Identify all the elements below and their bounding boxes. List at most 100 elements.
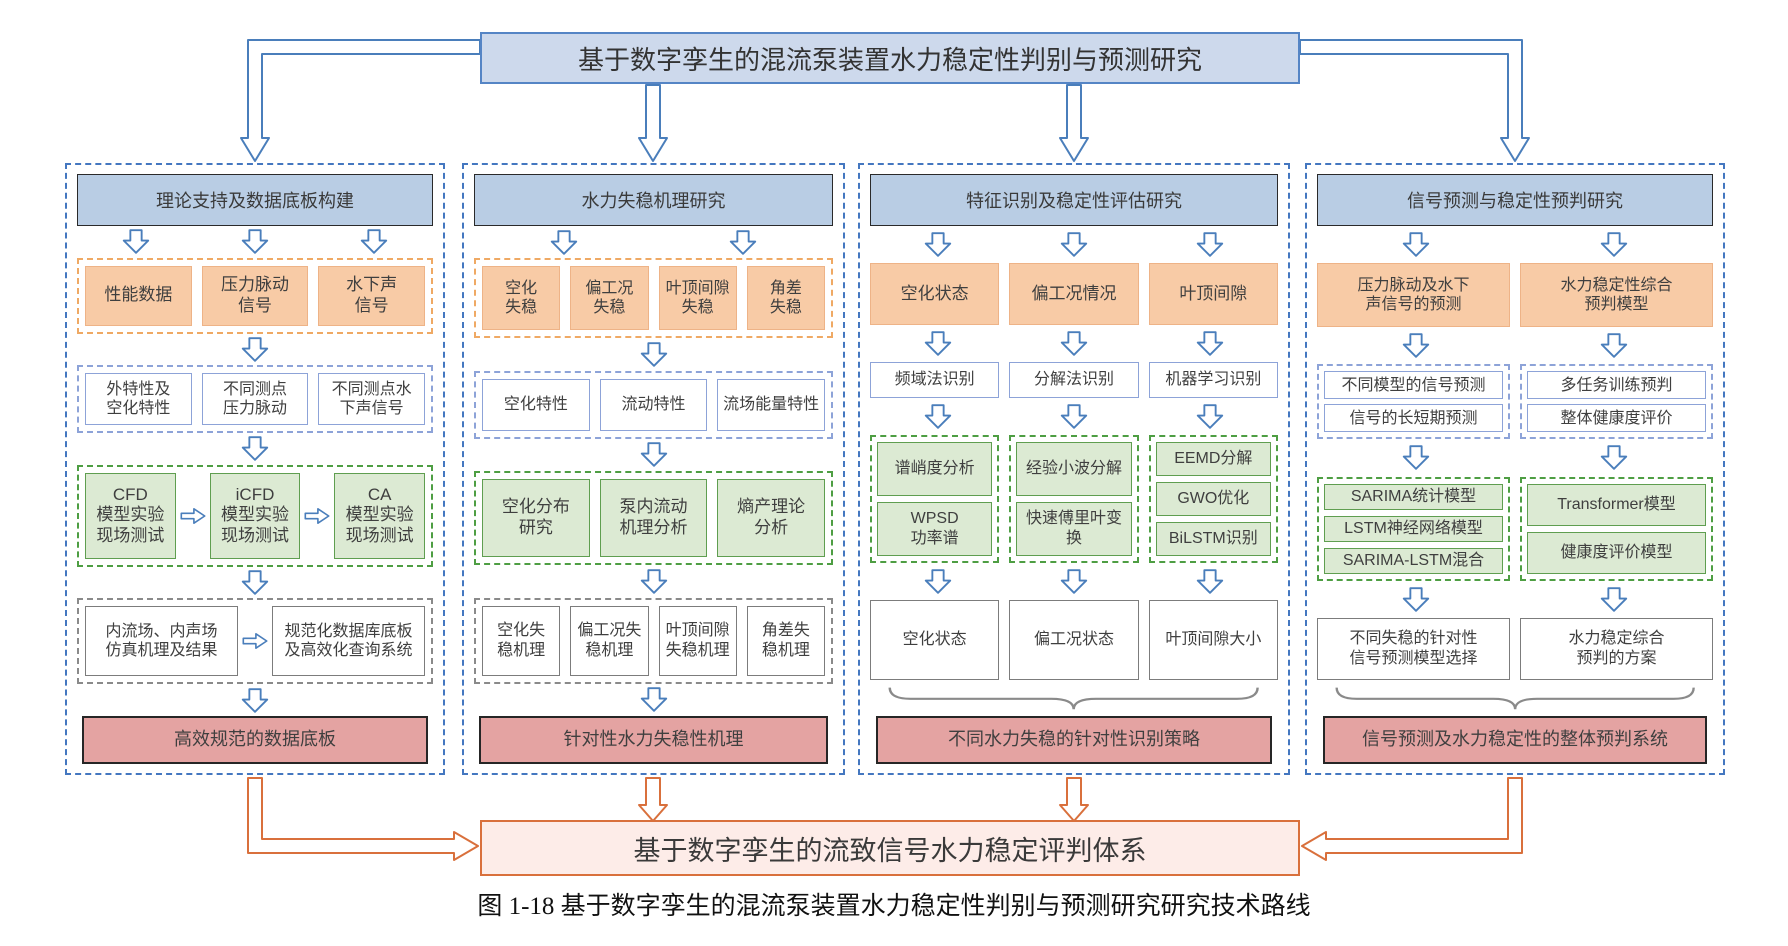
box-pressure-underwater-signal-prediction: 压力脉动及水下 声信号的预测 [1317,263,1510,328]
arrow-row [474,569,833,594]
box-off-design-state-result: 偏工况状态 [1009,600,1139,680]
arrow-row [474,687,833,712]
simulation-database-group: 内流场、内声场 仿真机理及结果 规范化数据库底板 及高效化查询系统 [77,598,433,685]
right-arrow-icon [242,632,268,650]
right-arrow-icon [180,507,206,525]
arrow-row [474,442,833,467]
box-overall-health-evaluation: 整体健康度评价 [1527,404,1706,433]
arrow-row [77,229,433,254]
box-hydraulic-stability-prediction-model: 水力稳定性综合 预判模型 [1520,263,1713,328]
box-targeted-prediction-model-selection: 不同失稳的针对性 信号预测模型选择 [1317,617,1510,680]
box-frequency-domain-recognition: 频域法识别 [870,362,1000,398]
box-cfd-model-test: CFD 模型实验 现场测试 [85,472,176,559]
elbow-arrow-from-column-1 [247,777,479,861]
prediction-targets-group: 压力脉动及水下 声信号的预测 水力稳定性综合 预判模型 [1317,263,1713,328]
recognition-methods-group: 频域法识别 分解法识别 机器学习识别 [870,362,1278,398]
box-angle-deviation-instability-mechanism: 角差失 稳机理 [746,605,825,676]
box-underwater-acoustic-signal: 水下声 信号 [318,265,426,326]
right-arrow-icon [304,507,330,525]
down-arrow-icon [239,688,271,713]
elbow-arrow-to-column-1 [240,39,481,162]
box-tip-clearance-instability: 叶顶间隙 失稳 [658,266,737,331]
box-flow-energy-characteristics: 流场能量特性 [717,378,826,431]
down-arrow-icon [358,229,390,254]
box-long-short-term-prediction: 信号的长短期预测 [1324,404,1503,433]
arrow-row [474,342,833,367]
box-ca-model-test: CA 模型实验 现场测试 [334,472,426,559]
box-standardized-database: 规范化数据库底板 及高效化查询系统 [272,606,425,677]
box-cavitation-distribution-study: 空化分布 研究 [482,479,590,558]
down-arrow-icon [1400,587,1432,612]
instability-mechanisms-group: 空化失 稳机理 偏工况失 稳机理 叶顶间隙 失稳机理 角差失 稳机理 [474,597,833,684]
down-arrow-icon [1400,445,1432,470]
down-arrow-icon [1598,445,1630,470]
figure-caption: 图 1-18 基于数字孪生的混流泵装置水力稳定性判别与预测研究研究技术路线 [477,893,1311,920]
box-internal-flow-acoustic-simulation: 内流场、内声场 仿真机理及结果 [85,606,238,677]
box-pressure-pulsation-signal: 压力脉动 信号 [201,265,309,326]
box-pump-flow-mechanism-analysis: 泵内流动 机理分析 [599,479,708,558]
box-empirical-wavelet-decomposition: 经验小波分解 [1016,442,1132,496]
down-arrow-icon [638,687,670,712]
down-arrow-icon [1058,569,1090,594]
columns-container: 理论支持及数据底板构建 性能数据 压力脉动 信号 水下声 信号 外特性及 空化特… [65,163,1725,775]
column-instability-mechanism: 水力失稳机理研究 空化 失稳 偏工况 失稳 叶顶间隙 失稳 角差 失稳 空化特性… [462,163,845,775]
mechanism-analysis-group: 空化分布 研究 泵内流动 机理分析 熵产理论 分析 [474,471,833,566]
down-arrow-icon [638,569,670,594]
down-arrow-icon [638,342,670,367]
box-off-design-condition: 偏工况情况 [1009,263,1139,325]
analysis-algorithms-group: 谱峭度分析 WPSD 功率谱 经验小波分解 快速傅里叶变换 EEMD分解 GWO… [870,435,1278,563]
box-efficient-data-base-result: 高效规范的数据底板 [82,715,428,764]
prediction-models-group: SARIMA统计模型 LSTM神经网络模型 SARIMA-LSTM混合 Tran… [1317,476,1713,581]
prediction-tasks-group: 不同模型的信号预测 信号的长短期预测 多任务训练预判 整体健康度评价 [1317,364,1713,440]
box-cavitation-characteristics: 空化特性 [482,378,590,431]
prediction-results-group: 不同失稳的针对性 信号预测模型选择 水力稳定综合 预判的方案 [1317,617,1713,680]
box-icfd-model-test: iCFD 模型实验 现场测试 [209,472,301,559]
characteristics-group: 外特性及 空化特性 不同测点 压力脉动 不同测点水 下声信号 [77,365,433,434]
arrow-row [1317,587,1713,612]
column-2-header: 水力失稳机理研究 [474,174,833,226]
down-arrow-icon [239,337,271,362]
box-tip-clearance: 叶顶间隙 [1148,263,1278,325]
column-3-header: 特征识别及稳定性评估研究 [870,174,1278,226]
down-arrow-from-column-3 [1059,777,1089,822]
down-arrow-icon [548,230,580,255]
box-sarima-lstm-hybrid: SARIMA-LSTM混合 [1324,547,1503,574]
arrow-row [1317,333,1713,358]
arrow-row [474,230,833,255]
box-off-design-instability-mechanism: 偏工况失 稳机理 [570,605,649,676]
box-multi-task-training-prediction: 多任务训练预判 [1527,371,1706,400]
box-overall-prediction-system-result: 信号预测及水力稳定性的整体预判系统 [1322,715,1708,764]
box-targeted-recognition-strategy-result: 不同水力失稳的针对性识别策略 [876,716,1272,764]
column-1-header: 理论支持及数据底板构建 [77,174,433,226]
elbow-arrow-to-column-4 [1299,39,1530,162]
box-entropy-theory-analysis: 熵产理论 分析 [717,479,826,558]
box-decomposition-recognition: 分解法识别 [1009,362,1139,398]
box-angle-deviation-instability: 角差 失稳 [746,266,825,331]
diagram-title: 基于数字孪生的混流泵装置水力稳定性判别与预测研究 [480,32,1300,84]
box-health-evaluation-model: 健康度评价模型 [1527,531,1706,574]
down-arrow-icon [239,229,271,254]
frequency-domain-algorithms: 谱峭度分析 WPSD 功率谱 [870,435,1000,563]
down-arrow-icon [1058,331,1090,356]
down-arrow-icon [1194,331,1226,356]
down-arrow-to-column-2 [638,84,668,162]
arrow-row [1317,232,1713,257]
down-arrow-icon [922,331,954,356]
states-group: 空化状态 偏工况情况 叶顶间隙 [870,263,1278,325]
box-gwo-optimization: GWO优化 [1155,482,1271,516]
decomposition-algorithms: 经验小波分解 快速傅里叶变换 [1009,435,1139,563]
down-arrow-to-column-3 [1059,84,1089,162]
arrow-row [1317,445,1713,470]
down-arrow-icon [1194,232,1226,257]
evaluation-models: Transformer模型 健康度评价模型 [1520,476,1713,581]
column-feature-recognition: 特征识别及稳定性评估研究 空化状态 偏工况情况 叶顶间隙 频域法识别 分解法识别… [858,163,1290,775]
brace-icon [886,686,1261,710]
flow-characteristics-group: 空化特性 流动特性 流场能量特性 [474,370,833,439]
down-arrow-icon [922,232,954,257]
box-sarima-model: SARIMA统计模型 [1324,483,1503,510]
down-arrow-icon [239,570,271,595]
arrow-row [870,232,1278,257]
box-flow-characteristics: 流动特性 [599,378,708,431]
arrow-row [870,404,1278,429]
machine-learning-algorithms: EEMD分解 GWO优化 BiLSTM识别 [1148,435,1278,563]
